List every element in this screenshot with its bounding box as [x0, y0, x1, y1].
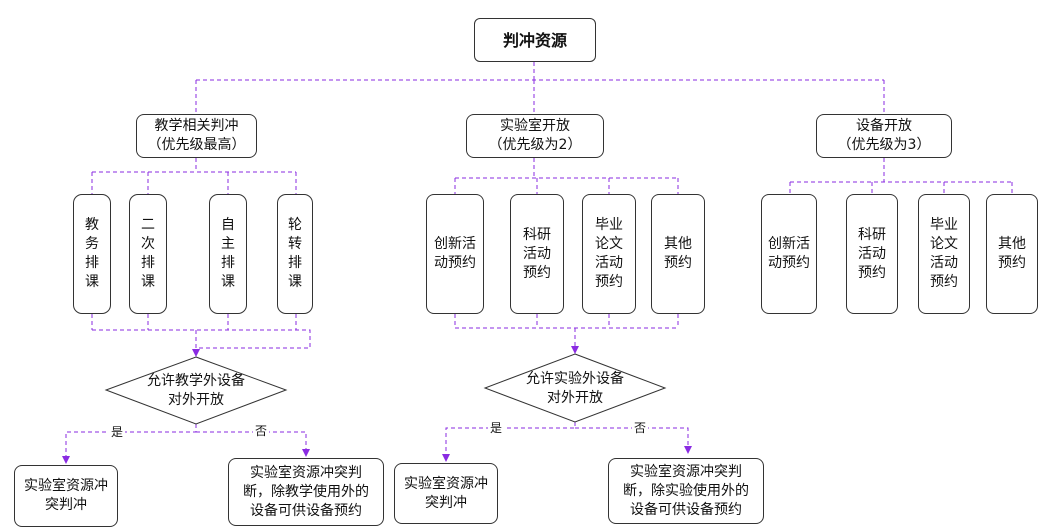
b1-child-1: 教 务 排 课 — [73, 194, 111, 314]
decision-diamond-2 — [483, 353, 667, 423]
b1-yes-result: 实验室资源冲 突判冲 — [14, 465, 118, 527]
b2-children-connector — [454, 158, 679, 194]
b1-no-result: 实验室资源冲突判 断，除教学使用外的 设备可供设备预约 — [228, 458, 384, 526]
root-connector — [195, 62, 885, 114]
b2-child-1: 创新活 动预约 — [426, 194, 484, 314]
root-node: 判冲资源 — [474, 18, 596, 62]
b2-no-result: 实验室资源冲突判 断，除实验使用外的 设备可供设备预约 — [608, 458, 764, 524]
b2-child-2: 科研 活动 预约 — [510, 194, 564, 314]
b3-child-1: 创新活 动预约 — [761, 194, 817, 314]
b3-child-4: 其他 预约 — [986, 194, 1038, 314]
b1-child-4: 轮 转 排 课 — [277, 194, 313, 314]
b1-children-connector — [91, 158, 297, 194]
b1-child-2: 二 次 排 课 — [129, 194, 167, 314]
b2-yes-label: 是 — [488, 421, 505, 435]
decision-diamond-1 — [104, 356, 288, 425]
branch-teaching-node: 教学相关判冲 （优先级最高） — [136, 114, 257, 158]
b2-no-label: 否 — [632, 421, 649, 435]
b2-child-3: 毕业 论文 活动 预约 — [582, 194, 636, 314]
b1-yes-label: 是 — [109, 425, 126, 439]
branch-lab-node: 实验室开放 （优先级为2） — [466, 114, 604, 158]
b1-child-3: 自 主 排 课 — [209, 194, 247, 314]
b2-no-arrow — [575, 427, 692, 454]
b2-merge-connector — [454, 314, 679, 329]
branch-device-node: 设备开放 （优先级为3） — [816, 114, 952, 158]
b1-merge-connector — [91, 314, 311, 349]
b1-decision-text: 允许教学外设备 对外开放 — [147, 373, 245, 408]
b1-no-arrow — [196, 431, 310, 457]
b2-child-4: 其他 预约 — [651, 194, 705, 314]
b1-yes-arrow — [62, 424, 197, 464]
b2-yes-arrow — [442, 422, 576, 462]
b3-children-connector — [789, 158, 1013, 194]
b2-yes-result: 实验室资源冲 突判冲 — [394, 463, 498, 524]
b2-decision-text: 允许实验外设备 对外开放 — [526, 371, 624, 406]
b3-child-3: 毕业 论文 活动 预约 — [918, 194, 970, 314]
b3-child-2: 科研 活动 预约 — [846, 194, 898, 314]
b1-no-label: 否 — [253, 424, 270, 438]
